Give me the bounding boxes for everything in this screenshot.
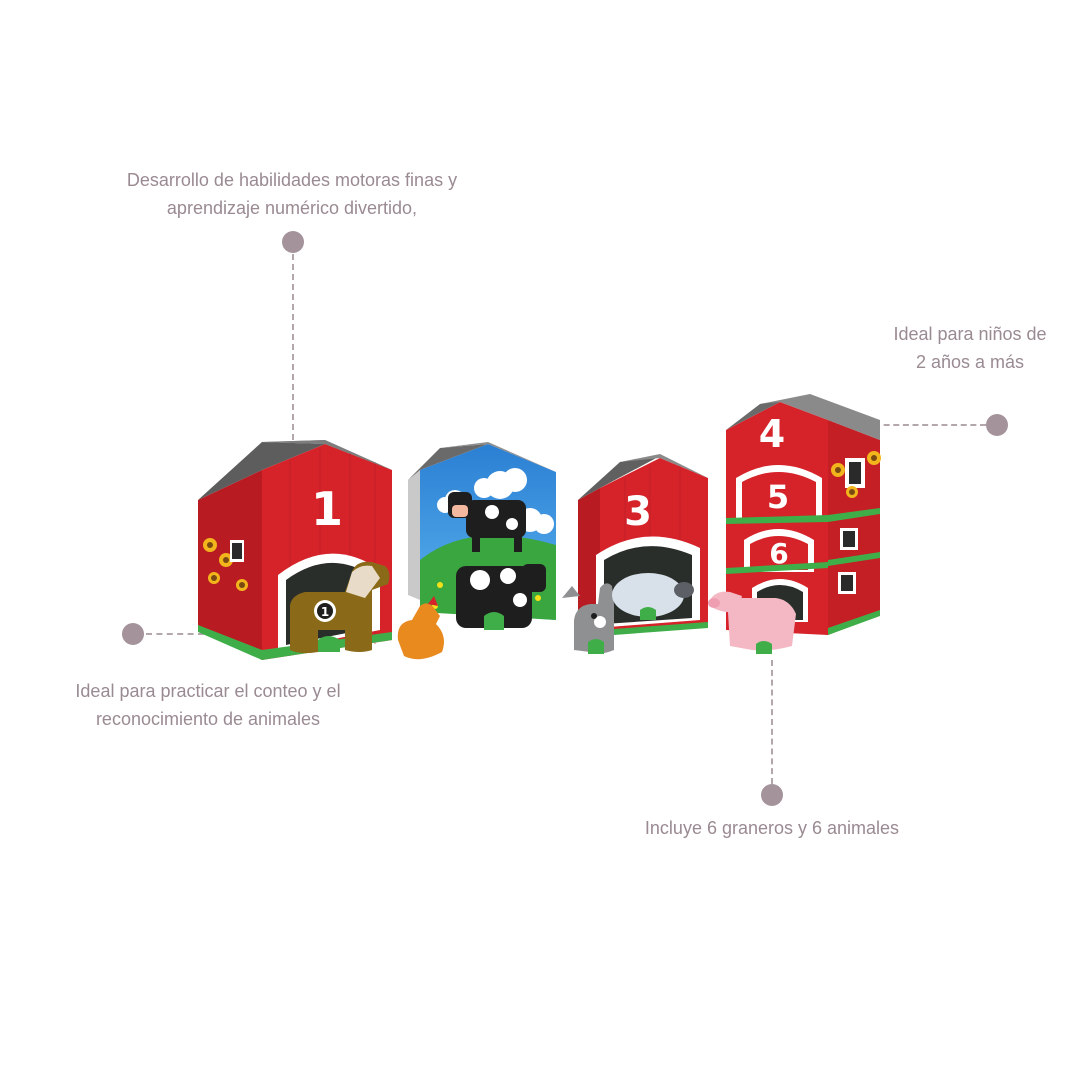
barn-1-number: 1 xyxy=(311,482,343,536)
connector-contents xyxy=(771,660,773,784)
sheep-figure xyxy=(612,573,694,620)
callout-contents-line1: Incluye 6 graneros y 6 animales xyxy=(644,818,900,838)
barn-6-number: 6 xyxy=(769,537,788,570)
callout-motor-skills: Desarrollo de habilidades motoras finas … xyxy=(92,166,492,222)
callout-motor-skills-line1: Desarrollo de habilidades motoras finas … xyxy=(126,170,458,190)
callout-counting: Ideal para practicar el conteo y el reco… xyxy=(38,677,378,733)
horse-badge-number: 1 xyxy=(321,605,329,619)
callout-counting-line1: Ideal para practicar el conteo y el xyxy=(75,681,341,701)
callout-contents: Incluye 6 graneros y 6 animales xyxy=(612,814,932,842)
dot-contents xyxy=(761,784,783,806)
callout-counting-line2: reconocimiento de animales xyxy=(95,709,321,729)
barn-4-number: 4 xyxy=(759,412,785,456)
barn-3-number: 3 xyxy=(624,489,652,535)
connector-motor-skills xyxy=(292,254,294,450)
dot-motor-skills xyxy=(282,231,304,253)
goat-figure xyxy=(562,583,614,654)
barn-5-number: 5 xyxy=(767,478,789,516)
cow-figure xyxy=(456,564,546,630)
dot-counting xyxy=(122,623,144,645)
callout-age-line2: 2 años a más xyxy=(915,352,1025,372)
callout-age-line1: Ideal para niños de xyxy=(893,324,1047,344)
sunflower-decoration xyxy=(203,538,248,591)
pig-figure xyxy=(708,591,796,654)
cow-decoration xyxy=(448,492,526,552)
callout-age: Ideal para niños de 2 años a más xyxy=(870,320,1070,376)
horse-figure: 1 xyxy=(290,561,390,654)
dot-age xyxy=(986,414,1008,436)
connector-counting xyxy=(146,633,256,635)
sunflower-decoration xyxy=(831,451,881,498)
chicken-figure xyxy=(397,596,444,660)
callout-motor-skills-line2: aprendizaje numérico divertido, xyxy=(166,198,418,218)
connector-age xyxy=(874,424,986,426)
